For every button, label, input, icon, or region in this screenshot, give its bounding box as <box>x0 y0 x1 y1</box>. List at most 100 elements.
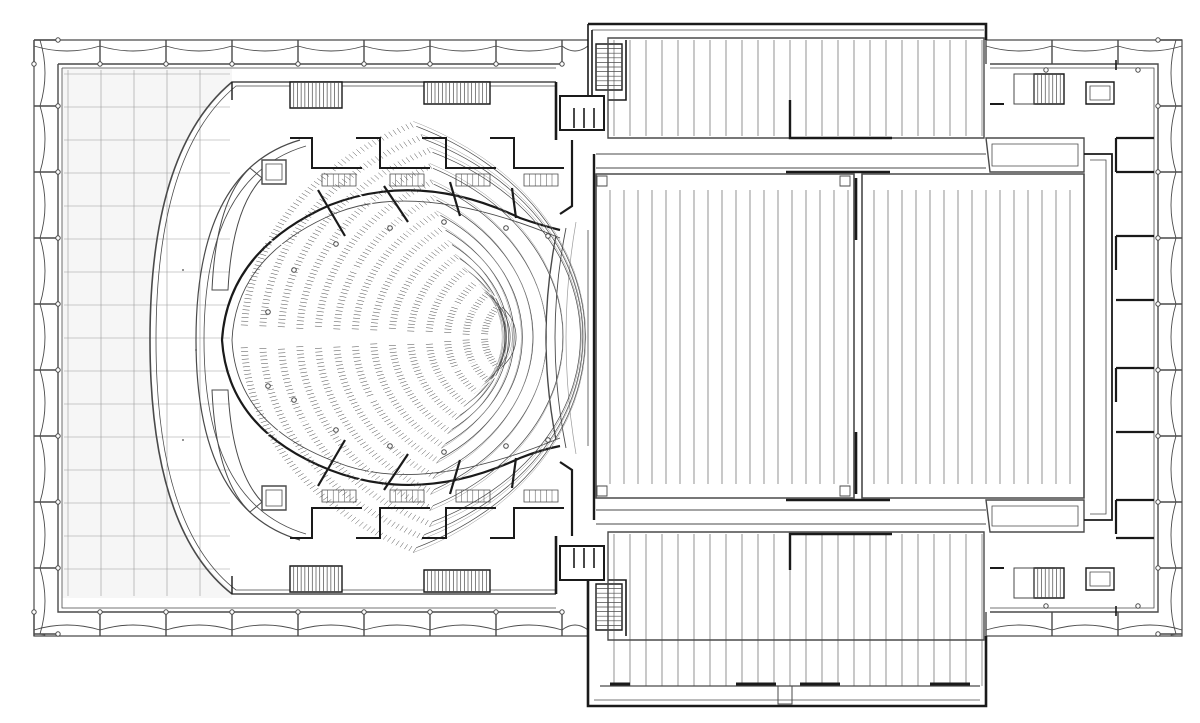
seat <box>292 403 299 405</box>
seat <box>354 361 361 362</box>
seat <box>356 368 363 369</box>
seat <box>374 309 381 310</box>
seat <box>352 457 357 461</box>
foyer-pier <box>212 390 262 512</box>
seat <box>321 377 328 378</box>
seat <box>457 373 463 376</box>
seat <box>336 411 342 413</box>
seat <box>353 405 359 407</box>
seat <box>243 306 250 307</box>
seat <box>320 223 326 226</box>
facade-column <box>1156 566 1160 570</box>
seat <box>282 300 289 301</box>
facade-scallop-top <box>100 46 166 51</box>
seat <box>256 261 263 263</box>
seat <box>408 278 414 281</box>
seat <box>332 404 339 406</box>
stage-corner-post <box>597 486 607 496</box>
facade-column <box>56 368 60 372</box>
seat <box>363 524 367 528</box>
seat <box>298 447 304 450</box>
seat <box>457 273 462 277</box>
seat-row-line <box>440 215 522 458</box>
seat <box>417 136 420 141</box>
facade-column <box>1156 368 1160 372</box>
seat <box>304 287 311 288</box>
seat <box>343 385 350 387</box>
seat <box>414 188 418 193</box>
seat <box>404 511 408 516</box>
seat <box>313 233 319 236</box>
seat <box>404 284 410 286</box>
seat <box>391 400 397 403</box>
seat <box>302 250 308 252</box>
seat <box>355 364 362 365</box>
seat <box>338 372 345 373</box>
seat <box>305 386 312 387</box>
seat <box>302 295 309 296</box>
seat <box>280 219 286 222</box>
seat <box>356 168 361 172</box>
seat <box>307 393 314 395</box>
box-top-4 <box>490 138 564 168</box>
seat <box>343 223 349 226</box>
lift <box>1086 82 1114 104</box>
seat <box>298 361 305 362</box>
foyer-pier <box>212 168 262 290</box>
seat <box>398 378 405 380</box>
seat <box>433 369 440 371</box>
seat <box>424 285 430 288</box>
seat <box>393 268 399 271</box>
seat <box>281 304 288 305</box>
rear-stage <box>862 174 1084 498</box>
facade-scallop-left <box>40 304 45 370</box>
seat <box>462 269 467 273</box>
seat <box>350 193 355 197</box>
seat <box>482 344 489 345</box>
seat <box>382 481 387 485</box>
seat <box>315 410 322 412</box>
seat <box>451 365 458 367</box>
facade-scallop-right <box>1171 502 1176 568</box>
seat <box>300 221 306 224</box>
seat <box>368 246 374 249</box>
seat <box>444 287 450 290</box>
aisle-column <box>388 226 393 231</box>
seat <box>390 321 397 322</box>
seat <box>355 409 361 411</box>
seat <box>408 140 411 145</box>
seat <box>295 410 302 412</box>
seat <box>464 403 469 407</box>
facade-scallop-top <box>496 46 562 51</box>
seat <box>409 321 416 322</box>
seat <box>272 270 279 272</box>
seat <box>410 228 415 232</box>
seat <box>449 313 456 315</box>
backstage-room <box>986 500 1084 532</box>
facade-scallop-top <box>364 46 430 51</box>
seat <box>304 480 310 483</box>
seat <box>364 163 369 167</box>
seat <box>263 299 270 300</box>
seat <box>400 412 406 415</box>
seat <box>421 518 424 523</box>
seat <box>414 304 421 306</box>
seat <box>395 146 399 151</box>
seat <box>410 155 414 160</box>
seat <box>400 236 405 240</box>
facade-scallop-left <box>40 502 45 568</box>
seat <box>431 490 435 495</box>
seat <box>446 350 453 351</box>
seat <box>245 298 252 299</box>
facade-column <box>1156 170 1160 174</box>
seat <box>425 257 430 261</box>
seat <box>371 529 375 534</box>
seat <box>392 362 399 363</box>
seat <box>396 406 402 409</box>
facade-column <box>296 610 300 614</box>
seat <box>376 371 383 372</box>
seat <box>439 268 445 271</box>
seat <box>482 295 487 299</box>
seat <box>428 279 434 282</box>
seat <box>430 311 437 313</box>
